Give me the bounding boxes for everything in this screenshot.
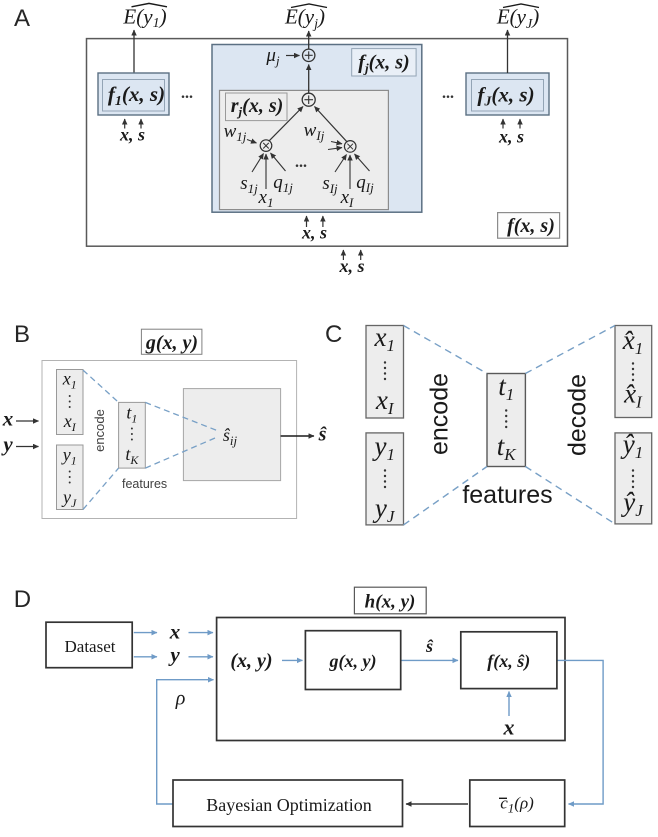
svg-text:x: x	[503, 715, 515, 740]
svg-text:x, s: x, s	[119, 125, 145, 145]
svg-text:encode: encode	[426, 373, 454, 455]
svg-text:encode: encode	[92, 409, 107, 452]
svg-text:ρ: ρ	[175, 688, 186, 710]
svg-text:C: C	[325, 321, 342, 348]
svg-text:...: ...	[181, 85, 193, 102]
svg-text:(x, y): (x, y)	[230, 650, 272, 672]
svg-text:D: D	[14, 586, 31, 613]
svg-text:c1(ρ): c1(ρ)	[500, 794, 534, 816]
svg-text:g(x, y): g(x, y)	[145, 332, 198, 354]
svg-text:fJ(x, s): fJ(x, s)	[477, 83, 534, 110]
svg-text:y: y	[0, 432, 13, 456]
svg-text:decode: decode	[564, 374, 592, 456]
svg-text:x: x	[2, 407, 14, 431]
svg-text:...: ...	[295, 154, 307, 171]
svg-text:x, s: x, s	[301, 223, 327, 243]
svg-text:...: ...	[442, 85, 454, 102]
svg-text:ŝ: ŝ	[318, 424, 328, 446]
svg-text:features: features	[462, 481, 552, 509]
svg-text:features: features	[122, 477, 167, 491]
svg-text:g(x, y): g(x, y)	[329, 651, 377, 672]
svg-text:Bayesian Optimization: Bayesian Optimization	[206, 795, 371, 815]
svg-text:f(x, ŝ): f(x, ŝ)	[487, 651, 530, 672]
svg-text:x, s: x, s	[338, 256, 364, 276]
svg-text:h(x, y): h(x, y)	[365, 592, 416, 613]
svg-text:x, s: x, s	[498, 127, 524, 147]
svg-text:t1: t1	[126, 403, 137, 426]
svg-text:f(x, s): f(x, s)	[507, 215, 555, 237]
svg-text:y: y	[167, 643, 180, 667]
svg-text:E(yJ): E(yJ)	[496, 5, 539, 33]
svg-text:f1(x, s): f1(x, s)	[108, 82, 165, 109]
svg-text:A: A	[14, 5, 30, 32]
svg-text:E(yj): E(yj)	[284, 5, 325, 33]
svg-text:E(y1): E(y1)	[122, 5, 166, 32]
svg-text:B: B	[14, 321, 30, 348]
svg-text:ŝ: ŝ	[425, 636, 434, 656]
svg-text:x: x	[169, 620, 181, 644]
svg-text:Dataset: Dataset	[65, 637, 116, 656]
